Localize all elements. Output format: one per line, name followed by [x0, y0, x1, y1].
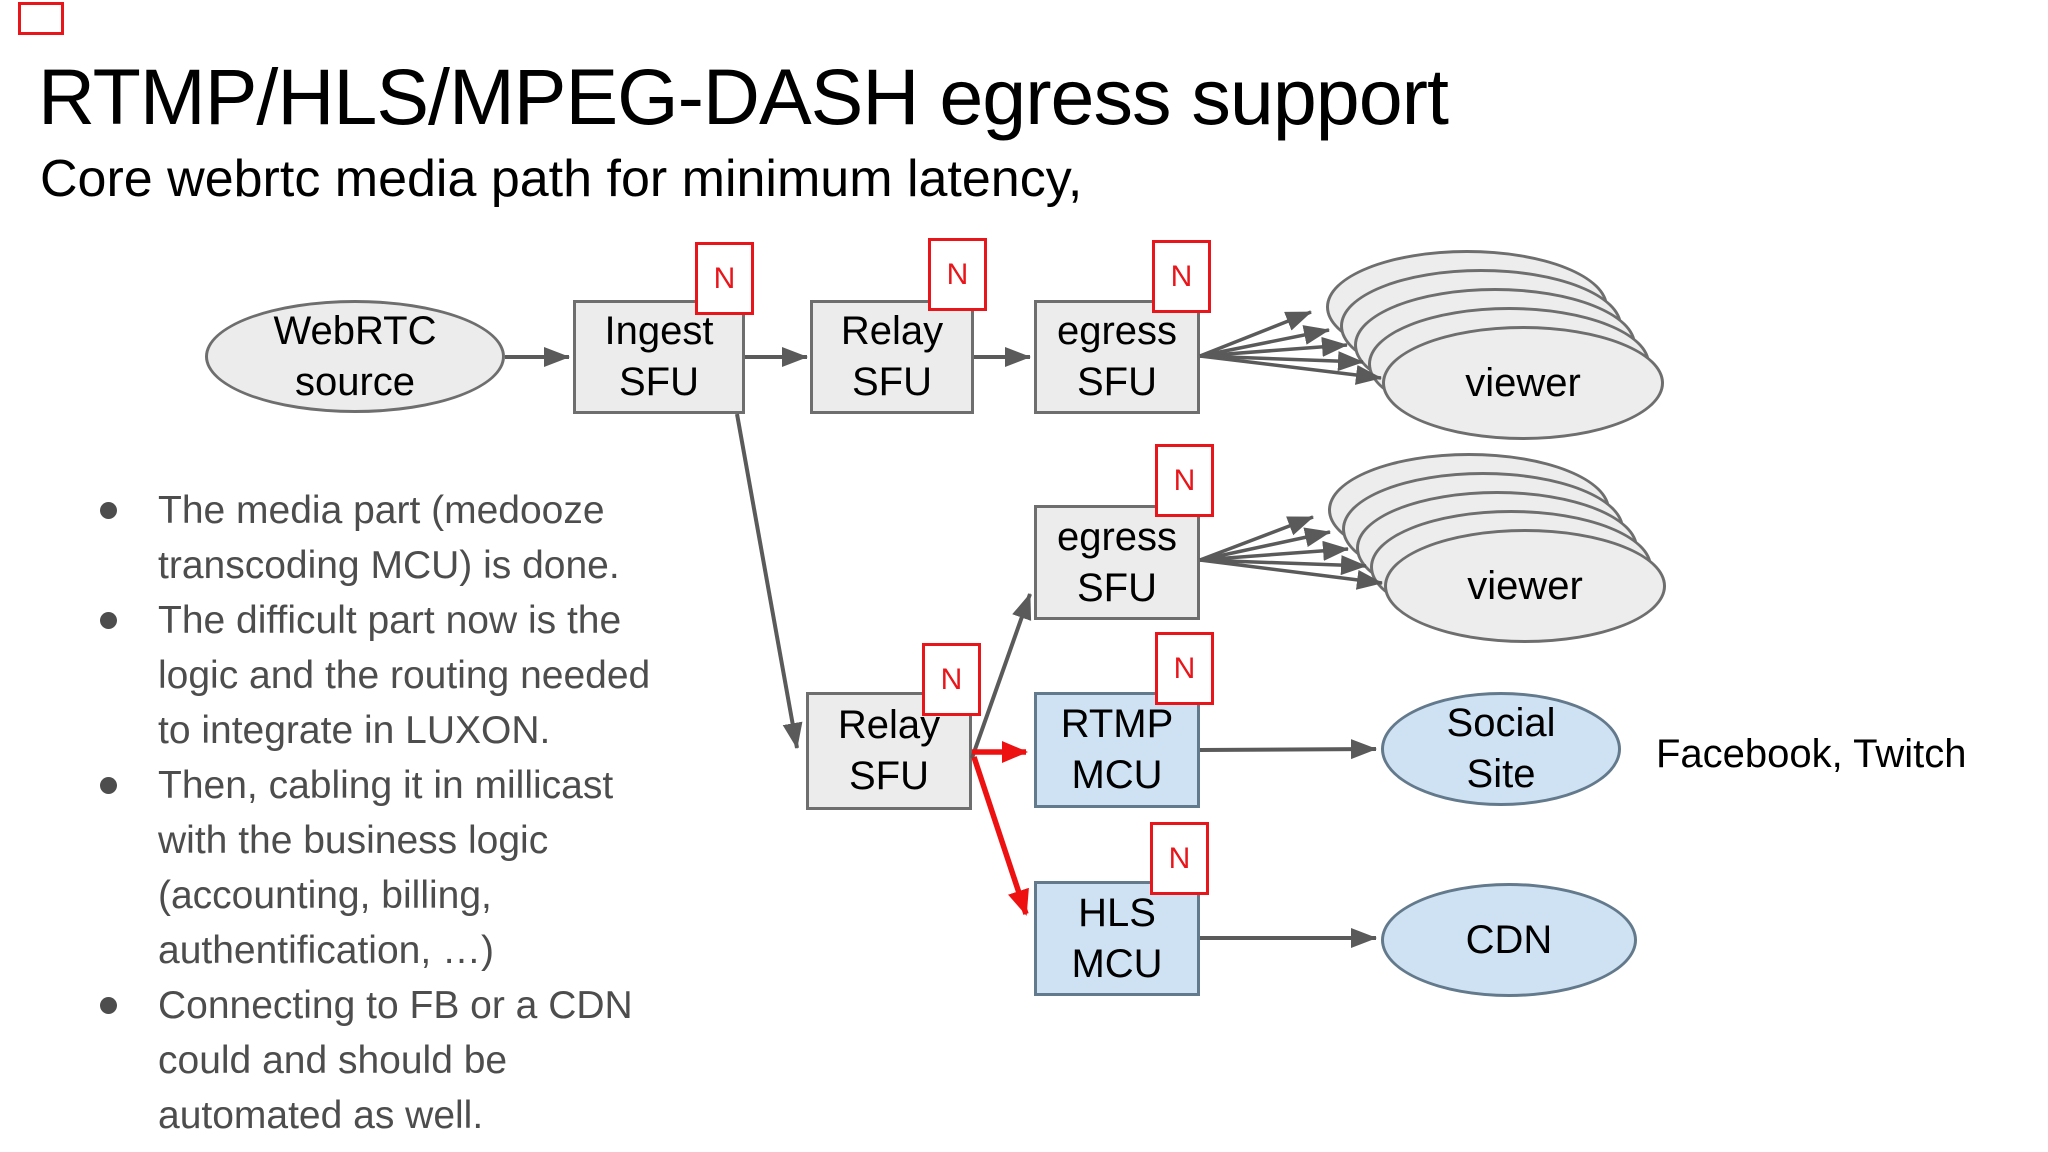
node-label: Relay SFU	[837, 703, 941, 798]
bullet-item: Connecting to FB or a CDN could and shou…	[100, 978, 670, 1143]
bullet-list: The media part (medooze transcoding MCU)…	[100, 483, 670, 1143]
node-label: HLS MCU	[1071, 890, 1163, 986]
bullet-dot	[100, 612, 117, 629]
bullet-item: Then, cabling it in millicast with the b…	[100, 758, 670, 978]
bullet-item: The media part (medooze transcoding MCU)…	[100, 483, 670, 593]
node-egress-sfu-mid: egress SFU	[1034, 505, 1200, 620]
node-label: viewer	[1467, 563, 1583, 608]
bullet-dot	[100, 777, 117, 794]
node-relay-sfu-top: Relay SFU	[810, 300, 974, 414]
n-badge-relay-top: N	[928, 238, 987, 311]
node-label: CDN	[1465, 917, 1553, 962]
node-label: Relay SFU	[840, 309, 944, 404]
n-badge-rtmp: N	[1155, 632, 1214, 705]
node-webrtc-source: WebRTC source	[205, 300, 505, 413]
social-sites-annotation: Facebook, Twitch	[1656, 732, 1967, 776]
node-label: WebRTC source	[273, 308, 437, 404]
bullet-dot	[100, 997, 117, 1014]
bullet-item: The difficult part now is the logic and …	[100, 593, 670, 758]
bullet-text: Then, cabling it in millicast with the b…	[158, 764, 614, 972]
n-badge-egress-top: N	[1152, 240, 1211, 313]
node-label: viewer	[1465, 360, 1581, 405]
node-social-site: Social Site	[1381, 692, 1621, 806]
node-egress-sfu-top: egress SFU	[1034, 300, 1200, 414]
node-label: egress SFU	[1056, 309, 1178, 404]
node-label: RTMP MCU	[1060, 702, 1174, 797]
node-hls-mcu: HLS MCU	[1034, 881, 1200, 996]
n-badge-egress-mid: N	[1155, 444, 1214, 517]
bullet-text: Connecting to FB or a CDN could and shou…	[158, 984, 633, 1137]
red-marker-box	[18, 2, 64, 35]
n-badge-ingest: N	[695, 242, 754, 315]
node-rtmp-mcu: RTMP MCU	[1034, 692, 1200, 808]
page-title: RTMP/HLS/MPEG-DASH egress support	[38, 52, 1449, 141]
node-label: egress SFU	[1056, 514, 1178, 610]
n-badge-relay-bottom: N	[922, 643, 981, 716]
node-ingest-sfu: Ingest SFU	[573, 300, 745, 414]
node-viewer-mid: viewer	[1384, 529, 1666, 643]
node-label: Social Site	[1446, 701, 1556, 796]
node-viewer-top: viewer	[1382, 326, 1664, 440]
page-subtitle: Core webrtc media path for minimum laten…	[40, 150, 1083, 208]
bullet-text: The media part (medooze transcoding MCU)…	[158, 489, 620, 587]
bullet-dot	[100, 502, 117, 519]
node-label: Ingest SFU	[604, 309, 714, 404]
bullet-text: The difficult part now is the logic and …	[158, 599, 651, 752]
n-badge-hls: N	[1150, 822, 1209, 895]
node-cdn: CDN	[1381, 883, 1637, 997]
